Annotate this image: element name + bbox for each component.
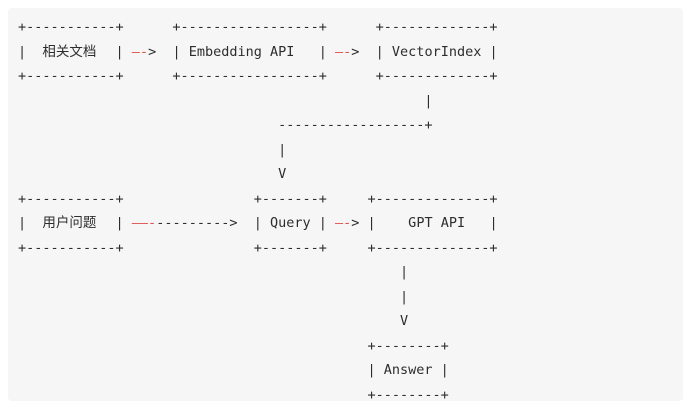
diagram-text: V (18, 166, 287, 182)
arrow-segment: —- (335, 215, 352, 231)
diagram-text: +-----------+ +-------+ +--------------+ (18, 190, 498, 207)
diagram-text: > (351, 43, 376, 60)
diagram-text: +-----------+ +-------+ +--------------+ (18, 239, 498, 256)
diagram-text: | (18, 43, 43, 60)
diagram-line: +-----------+ +-----------------+ +-----… (18, 64, 683, 89)
diagram-line: +--------+ (18, 334, 683, 359)
diagram-line: V (18, 309, 683, 334)
diagram-text: > (148, 43, 173, 60)
diagram-text: > (351, 215, 368, 231)
diagram-text: | Embedding API | (172, 43, 336, 60)
diagram-line: V (18, 162, 683, 187)
diagram-text: | (18, 288, 409, 305)
diagram-text: +-----------+ +-----------------+ +-----… (18, 19, 498, 35)
arrow-segment: ——- (131, 215, 157, 231)
diagram-text: | Query | (253, 215, 336, 231)
diagram-line: +-----------+ +-----------------+ +-----… (18, 15, 683, 40)
diagram-text: 用户问题 (42, 215, 97, 231)
diagram-line: | 相关文档 | —-> | Embedding API | —-> | Vec… (18, 40, 683, 65)
diagram-text: | VectorIndex | (375, 43, 498, 60)
diagram-text: | (107, 215, 132, 231)
arrow-segment: —- (335, 43, 352, 60)
diagram-text: | (18, 92, 433, 109)
diagram-text: | (18, 215, 43, 231)
diagram-line: | (18, 89, 683, 114)
diagram-line: | 用户问题 | ——----------> | Query | —-> | G… (18, 211, 683, 236)
diagram-text: | (107, 43, 132, 60)
diagram-line: +-----------+ +-------+ +--------------+ (18, 236, 683, 261)
diagram-text: | GPT API | (367, 215, 498, 231)
arrow-segment: —- (131, 43, 149, 60)
diagram-text: +--------+ (18, 386, 449, 401)
diagram-text: ---------> (156, 215, 254, 231)
diagram-line: | Answer | (18, 358, 683, 383)
diagram-text: | (18, 141, 287, 158)
diagram-line: | (18, 285, 683, 310)
diagram-line: | (18, 260, 683, 285)
diagram-text: | Answer | (18, 362, 449, 378)
diagram-line: | (18, 138, 683, 163)
code-block: +-----------+ +-----------------+ +-----… (8, 8, 683, 401)
diagram-text: +-----------+ +-----------------+ +-----… (18, 68, 498, 84)
diagram-line: ------------------+ (18, 113, 683, 138)
diagram-text: 相关文档 (42, 43, 97, 60)
diagram-text: | (18, 264, 409, 280)
diagram-text: V (18, 313, 409, 329)
diagram-text: ------------------+ (18, 117, 433, 133)
diagram-line: +-----------+ +-------+ +--------------+ (18, 187, 683, 212)
diagram-text: +--------+ (18, 337, 449, 354)
diagram-line: +--------+ (18, 383, 683, 401)
ascii-flow-diagram: +-----------+ +-----------------+ +-----… (8, 8, 683, 401)
